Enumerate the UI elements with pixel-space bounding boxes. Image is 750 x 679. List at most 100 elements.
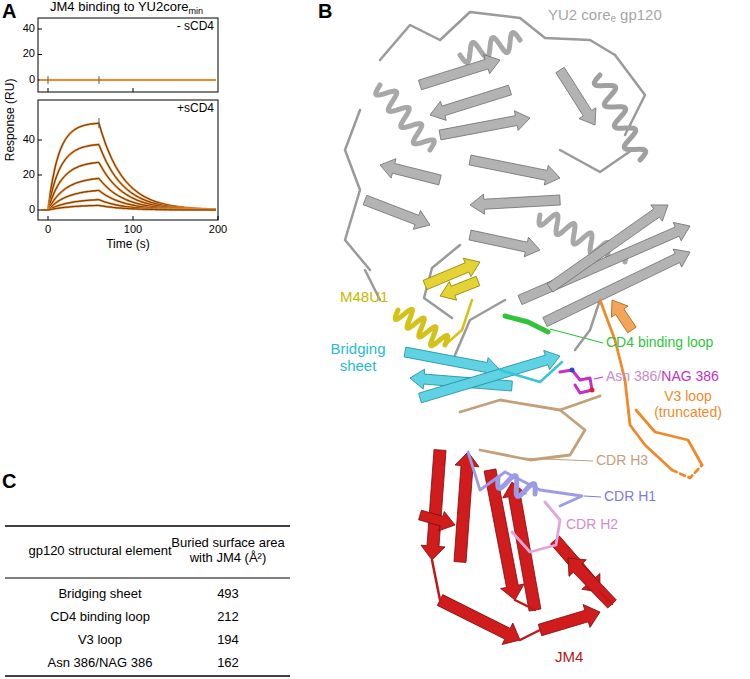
beta-strand (430, 85, 512, 120)
table-rule (5, 675, 290, 677)
alpha-helix (594, 75, 645, 160)
beta-strand (568, 558, 616, 608)
coil-loop (520, 630, 540, 640)
table-cell: V3 loop (78, 633, 122, 648)
sensorgram-curve (41, 145, 216, 211)
sensorgram-curve (41, 123, 216, 210)
coil-loop (560, 370, 592, 393)
table-rule (5, 525, 290, 527)
beta-strand (556, 67, 596, 125)
table-header: gp120 structural element (28, 544, 171, 559)
structure-label: CDR H1 (604, 488, 656, 504)
coil-loop (505, 316, 548, 332)
beta-strand (470, 194, 560, 214)
fit-curve (41, 190, 216, 210)
coil-loop (468, 452, 582, 506)
structure-label: Asn 386/ (606, 368, 661, 384)
beta-strand (503, 482, 541, 611)
beta-strand (419, 350, 560, 402)
panel-letter: C (2, 470, 16, 493)
alpha-helix (395, 309, 448, 345)
beta-strand (363, 195, 430, 229)
atom-dot (570, 368, 575, 373)
beta-strand (380, 159, 441, 185)
coil-loop (600, 300, 672, 470)
coil-loop (500, 362, 562, 382)
table-cell: 212 (217, 610, 239, 625)
plot-title: JM4 binding to YU2core (50, 0, 189, 15)
axis-title: Response (RU) (4, 79, 18, 162)
condition-label: - sCD4 (177, 20, 214, 34)
plot-frame (38, 100, 218, 220)
tick-label: 40 (23, 133, 35, 146)
axis-title: Time (s) (106, 238, 150, 252)
injection-mark (99, 76, 100, 84)
table-cell: Bridging sheet (58, 587, 141, 602)
coil-loop (672, 465, 702, 478)
panel-letter: A (2, 0, 16, 23)
structure-label: NAG 386 (661, 368, 719, 384)
plot-frame (38, 18, 218, 92)
sensorgram-curve (41, 190, 216, 210)
table-rule (5, 578, 290, 579)
tick-label: 0 (29, 73, 35, 86)
fit-curve (41, 145, 216, 211)
fit-curve (41, 123, 216, 210)
sensorgram-curve (41, 162, 216, 210)
sensorgram-curve (40, 79, 216, 81)
alpha-helix (498, 476, 535, 497)
sensorgram-curve (41, 200, 216, 210)
coil-loop (560, 150, 632, 172)
table-cell: 493 (217, 587, 239, 602)
fit-curve (41, 162, 216, 210)
beta-strand (439, 111, 530, 140)
sensorgram-curve (41, 205, 216, 210)
subscript: min (189, 6, 204, 16)
beta-strand (538, 605, 600, 636)
table-cell: 162 (217, 656, 239, 671)
beta-strand (547, 205, 668, 292)
beta-strand (440, 276, 480, 300)
coil-loop (432, 560, 440, 600)
atom-dot (590, 388, 595, 393)
tick-label: 100 (124, 223, 142, 236)
sensorgram-curve (41, 178, 216, 210)
beta-strand (469, 230, 540, 257)
beta-strand (437, 595, 520, 645)
coil-loop (445, 300, 472, 345)
fit-curve (41, 178, 216, 210)
structure-label: CD4 binding loop (606, 334, 713, 350)
beta-strand (419, 510, 455, 531)
table-header: Buried surface area with JM4 (Å²) (163, 536, 293, 566)
leader-lines (520, 329, 603, 497)
fit-curve (41, 205, 216, 210)
structure-label: V3 loop (truncated) (642, 388, 734, 420)
table-cell: 194 (217, 633, 239, 648)
table-cell: Asn 386/NAG 386 (48, 656, 153, 671)
coil-loop (380, 25, 440, 60)
subscript: e (611, 13, 617, 25)
coil-loop (615, 55, 645, 135)
tick-label: 200 (209, 223, 227, 236)
coil-loop (345, 110, 370, 270)
coil-loop (515, 600, 535, 610)
fit-curve (41, 200, 216, 210)
tick-label: 20 (23, 168, 35, 181)
beta-strand (469, 155, 560, 185)
coil-loop (512, 502, 560, 552)
coil-loop (560, 396, 600, 410)
structure-label: CDR H2 (566, 516, 618, 532)
panel-letter: B (318, 0, 332, 23)
beta-strand (454, 452, 479, 562)
beta-strand (419, 55, 501, 90)
alpha-helix (376, 85, 435, 150)
structure-label: JM4 (555, 648, 583, 665)
structure-label: M48U1 (340, 288, 388, 305)
beta-strand (611, 300, 636, 333)
tick-label: 0 (45, 223, 51, 236)
structure-label: CDR H3 (596, 452, 648, 468)
structure-label: YU2 core (548, 6, 611, 23)
injection-mark (48, 76, 49, 84)
structure-label: Bridging sheet (318, 340, 398, 375)
coil-loop (600, 592, 612, 604)
